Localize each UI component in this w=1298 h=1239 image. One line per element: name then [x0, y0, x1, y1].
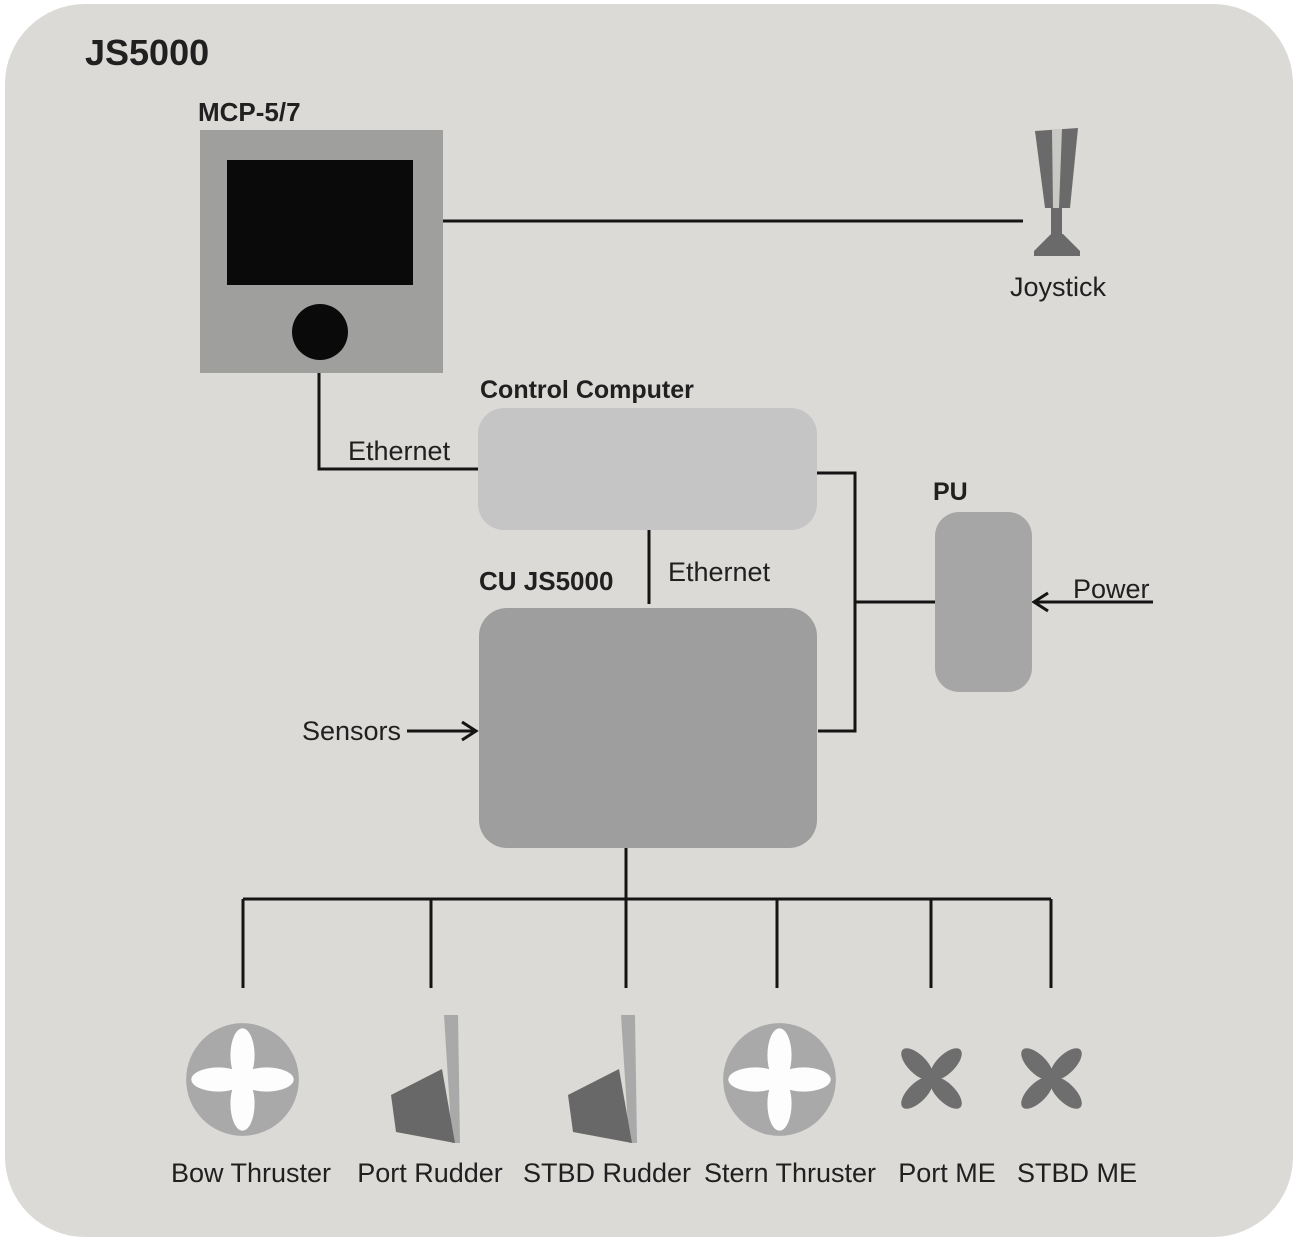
device-label: STBD ME	[1016, 1158, 1138, 1188]
propeller-icon	[901, 1048, 962, 1109]
cu-box	[479, 608, 817, 848]
device-label: Port ME	[898, 1158, 996, 1188]
joystick-label: Joystick	[1009, 272, 1107, 302]
device-label: Bow Thruster	[170, 1158, 332, 1188]
ethernet-mcp-label: Ethernet	[348, 436, 451, 466]
ethernet-cu-label: Ethernet	[668, 557, 771, 587]
joystick-icon	[1034, 128, 1080, 256]
propeller-icon	[1021, 1048, 1082, 1109]
pu-box	[935, 512, 1032, 692]
device-label: Stern Thruster	[703, 1158, 877, 1188]
device-label: STBD Rudder	[522, 1158, 692, 1188]
mcp-panel-icon	[200, 130, 443, 373]
cu-label: CU JS5000	[479, 566, 614, 596]
tunnel-thruster-icon	[723, 1023, 836, 1136]
control-computer-box	[478, 408, 817, 530]
rudder-icon	[391, 1015, 460, 1143]
pu-label: PU	[933, 478, 968, 506]
rudder-icon	[568, 1015, 637, 1143]
mcp-label: MCP-5/7	[198, 97, 301, 127]
mcp-knob	[292, 304, 348, 360]
power-label: Power	[1073, 574, 1150, 604]
sensors-label: Sensors	[302, 716, 402, 746]
connector-lines	[241, 219, 1153, 988]
device-label: Port Rudder	[357, 1158, 503, 1188]
page-title: JS5000	[85, 32, 210, 73]
tunnel-thruster-icon	[186, 1023, 299, 1136]
system-panel: JS5000 MCP-5/7 Joystick Control Computer…	[5, 4, 1293, 1237]
control-computer-label: Control Computer	[480, 376, 694, 404]
mcp-screen	[227, 160, 413, 285]
